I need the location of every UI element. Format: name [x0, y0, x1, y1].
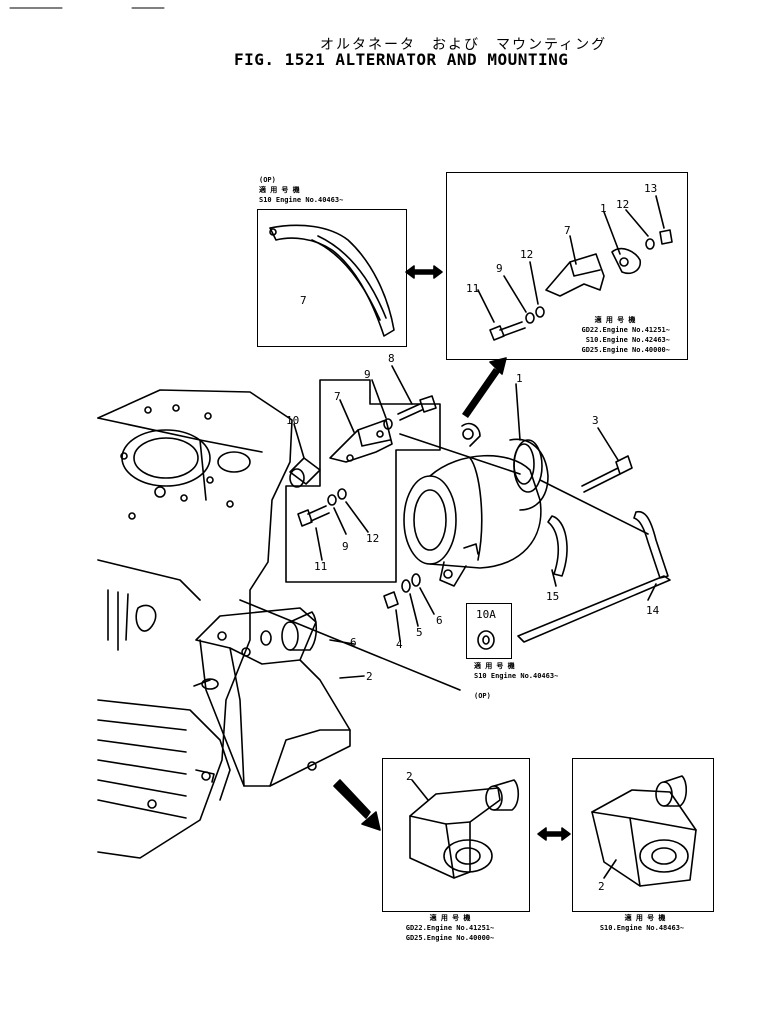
label-2-bottom-right: 2	[598, 880, 605, 893]
applicable-label-top-left: 適 用 号 機	[259, 186, 300, 194]
mounting-bracket-drawing	[193, 607, 365, 787]
label-7-top-left: 7	[300, 294, 307, 307]
label-2-bottom-left: 2	[406, 770, 413, 783]
op-note-center: (OP)	[474, 692, 491, 700]
spacer-10	[289, 423, 321, 488]
figure-title-japanese: オルタネータ および マウンティング	[320, 37, 608, 53]
label-12-top-b: 12	[616, 198, 629, 211]
applicable-label-bottom-right: 適 用 号 機	[624, 914, 666, 922]
label-8: 8	[388, 352, 395, 365]
label-11-top: 11	[466, 282, 479, 295]
top-right-parts	[477, 195, 673, 341]
label-11-main: 11	[314, 560, 327, 573]
label-13-top: 13	[644, 182, 657, 195]
v-belt-14	[517, 510, 671, 643]
engine-note-bottom-left-1: GD22.Engine No.41251~	[405, 924, 495, 932]
label-5: 5	[416, 626, 423, 639]
variant-box-bottom-left	[382, 758, 530, 912]
applicable-label-center: 適 用 号 機	[474, 662, 515, 670]
variant-box-bottom-right	[572, 758, 714, 912]
engine-note-top-left: S10 Engine No.40463~	[259, 196, 344, 204]
engine-note-bottom-left-2: GD25.Engine No.40000~	[405, 934, 495, 942]
bolt-8	[371, 365, 437, 430]
engine-note-bottom-right: S10.Engine No.48463~	[599, 924, 685, 932]
op-note-top-left: (OP)	[259, 176, 276, 184]
engine-note-top-right-3: GD25.Engine No.40000~	[581, 346, 670, 354]
engine-note-center: S10 Engine No.40463~	[474, 672, 559, 680]
label-9-main-a: 9	[364, 368, 371, 381]
label-9-top: 9	[496, 262, 503, 275]
engine-note-top-right-2: S10.Engine No.42463~	[585, 336, 670, 344]
label-6-main-a: 6	[436, 614, 443, 627]
spacer-10a	[477, 630, 495, 650]
label-12-main: 12	[366, 532, 379, 545]
label-7-top: 7	[564, 224, 571, 237]
bracket-2-variant-b	[591, 775, 697, 887]
bracket-2-variant-a	[409, 779, 520, 879]
variant-box-top-right	[446, 172, 688, 360]
label-1-top: 1	[600, 202, 607, 215]
label-3: 3	[592, 414, 599, 427]
label-6-main-b: 6	[350, 636, 357, 649]
label-4: 4	[396, 638, 403, 651]
alternator-drawing	[403, 383, 549, 587]
belt-cover-15	[547, 515, 568, 577]
bolt-11-main	[297, 488, 369, 561]
applicable-label-top-right: 適 用 号 機	[594, 316, 636, 324]
bracket-7-main	[329, 399, 393, 463]
applicable-label-bottom-left: 適 用 号 機	[429, 914, 471, 922]
label-10: 10	[286, 414, 299, 427]
curved-bracket-drawing	[269, 224, 395, 337]
washers-4-5-6	[383, 573, 435, 641]
bolt-3	[581, 427, 633, 493]
figure-title: FIG. 1521 ALTERNATOR AND MOUNTING	[234, 50, 569, 69]
label-9-main-b: 9	[342, 540, 349, 553]
label-7-main: 7	[334, 390, 341, 403]
label-14: 14	[646, 604, 660, 617]
label-15: 15	[546, 590, 559, 603]
engine-block-drawing	[97, 389, 293, 859]
label-2-main: 2	[366, 670, 373, 683]
variant-box-top-left	[257, 209, 407, 347]
label-1-main: 1	[516, 372, 523, 385]
variant-box-10a	[466, 603, 512, 659]
label-12-top-a: 12	[520, 248, 533, 261]
engine-note-top-right-1: GD22.Engine No.41251~	[581, 326, 670, 334]
label-10a: 10A	[476, 608, 496, 621]
exchange-arrow-top	[405, 265, 443, 279]
